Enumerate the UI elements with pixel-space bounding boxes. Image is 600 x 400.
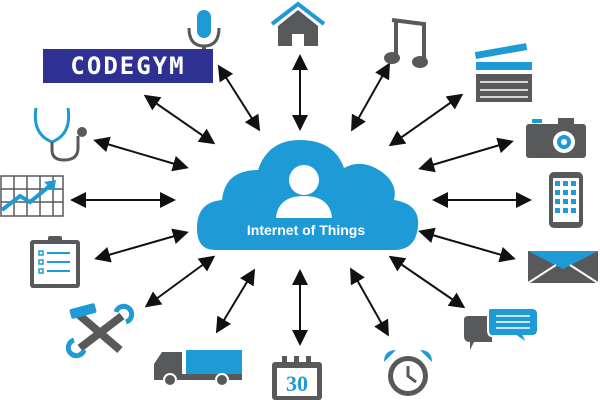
music-icon: [384, 18, 428, 68]
logo-text: CODEGYM: [70, 52, 186, 80]
clapperboard-icon: [474, 43, 532, 102]
clipboard-icon: [30, 236, 80, 288]
microphone-icon: [187, 10, 221, 52]
center-label: Internet of Things: [246, 222, 366, 238]
codegym-logo[interactable]: CODEGYM: [43, 49, 213, 83]
connection-arrows: [70, 54, 532, 346]
camera-icon: [526, 118, 586, 158]
user-body-icon: [276, 196, 332, 218]
home-icon: [270, 1, 326, 46]
truck-icon: [154, 350, 242, 387]
alarm-clock-icon: [384, 350, 432, 396]
mail-icon: [527, 251, 599, 284]
calendar-icon: 30: [272, 356, 322, 400]
chart-icon: [0, 175, 64, 217]
tools-icon: [65, 303, 135, 359]
chat-icon: [464, 307, 539, 350]
calendar-day: 30: [286, 371, 308, 396]
smartphone-icon: [549, 172, 583, 228]
cloud-icon: [196, 140, 419, 250]
user-head-icon: [289, 165, 319, 195]
stethoscope-icon: [33, 107, 87, 162]
